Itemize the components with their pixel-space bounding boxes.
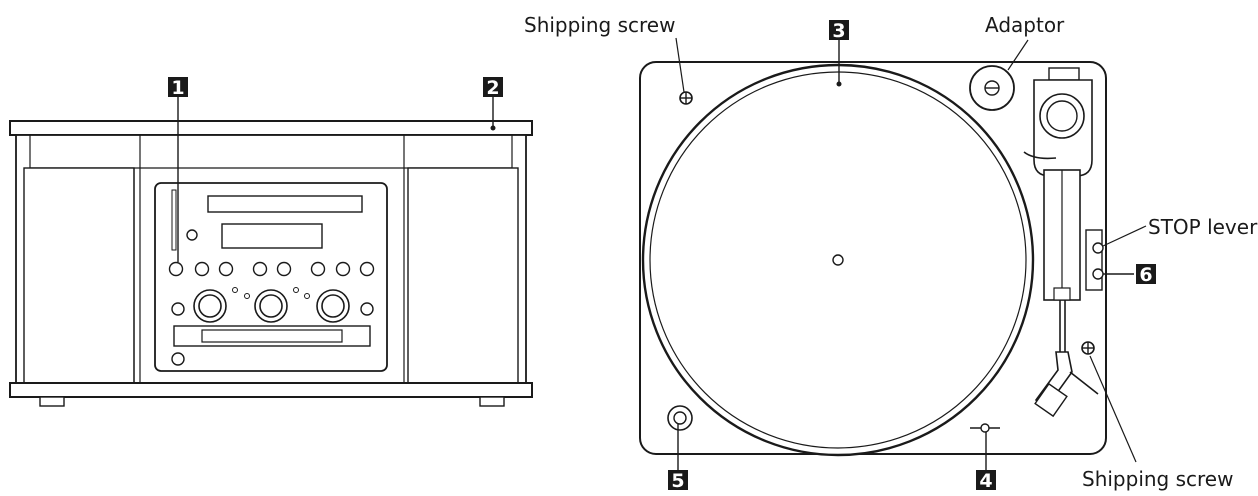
foot-left bbox=[39, 396, 65, 407]
label-stop-lever: STOP lever bbox=[1148, 215, 1258, 239]
button-row bbox=[168, 261, 375, 277]
callout-2-text: 2 bbox=[486, 77, 499, 99]
callout-1-text: 1 bbox=[171, 77, 184, 99]
callout-1: 1 bbox=[168, 77, 188, 262]
callout-3: 3 bbox=[829, 20, 849, 87]
callout-2: 2 bbox=[483, 77, 503, 131]
small-button bbox=[186, 229, 198, 241]
turntable: 3 4 5 6 bbox=[639, 20, 1156, 492]
cd-slot bbox=[207, 195, 363, 213]
callout-4-text: 4 bbox=[979, 470, 992, 492]
shipping-screw-top-icon bbox=[679, 91, 693, 105]
label-adaptor: Adaptor bbox=[985, 13, 1065, 37]
callout-4: 4 bbox=[976, 432, 996, 492]
label-shipping-screw-top: Shipping screw bbox=[524, 13, 675, 37]
stop-lever bbox=[1092, 225, 1147, 254]
leveling-foot-icon bbox=[667, 405, 693, 431]
knob-right bbox=[316, 289, 350, 323]
tonearm bbox=[1023, 67, 1103, 418]
speed-selector-icon bbox=[970, 423, 1000, 433]
label-shipping-screw-bottom: Shipping screw bbox=[1082, 467, 1233, 491]
base-panel bbox=[9, 382, 533, 398]
shipping-screw-bottom-icon bbox=[1081, 341, 1095, 355]
stop-knob bbox=[1092, 268, 1104, 280]
callout-5-text: 5 bbox=[671, 470, 684, 492]
top-panel bbox=[9, 120, 533, 136]
callout-5: 5 bbox=[668, 424, 688, 492]
spindle bbox=[832, 254, 844, 266]
adaptor-icon bbox=[969, 65, 1015, 111]
callout-3-text: 3 bbox=[832, 20, 845, 42]
right-speaker-panel bbox=[403, 167, 519, 384]
knob-center bbox=[254, 289, 288, 323]
control-panel bbox=[154, 182, 388, 372]
knob-left bbox=[193, 289, 227, 323]
callout-6: 6 bbox=[1103, 264, 1156, 286]
front-unit: 1 2 bbox=[9, 77, 533, 407]
left-speaker-panel bbox=[23, 167, 141, 384]
callout-6-text: 6 bbox=[1139, 264, 1152, 286]
foot-right bbox=[479, 396, 505, 407]
display bbox=[221, 223, 323, 249]
